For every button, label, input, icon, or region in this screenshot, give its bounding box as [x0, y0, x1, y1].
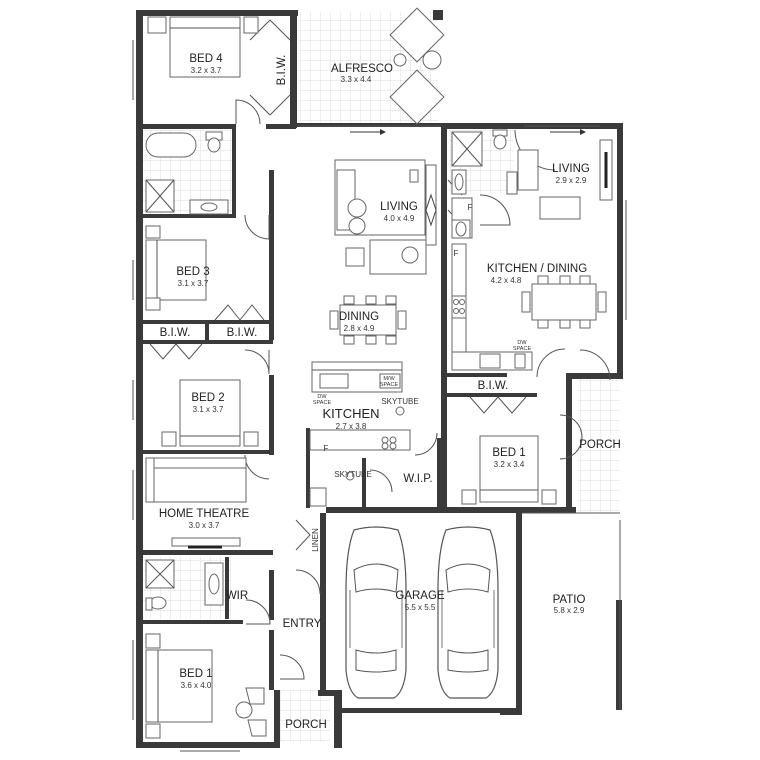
fridge-right-label: F: [454, 249, 459, 258]
alfresco-dim: 3.3 x 4.4: [341, 75, 372, 84]
dining-dim: 2.8 x 4.9: [344, 324, 375, 333]
living-main-dim: 4.0 x 4.9: [384, 214, 415, 223]
sliding-door-arrows: [350, 129, 586, 135]
porch-right-tiles: [578, 378, 620, 513]
furniture: [145, 7, 613, 739]
skytube-lower-label: SKYTUBE: [334, 470, 371, 479]
home-theatre-furniture: [145, 457, 247, 549]
alfresco-setting: [389, 7, 445, 125]
bed1-right-dim: 3.2 x 3.4: [494, 460, 525, 469]
kitchen-name: KITCHEN: [322, 406, 379, 421]
bed3-dim: 3.1 x 3.7: [178, 279, 209, 288]
dining-table: [329, 295, 407, 345]
biw-top-name: B.I.W.: [276, 55, 288, 86]
kitchen-dining-dim: 4.2 x 4.8: [491, 276, 522, 285]
fridge-left-label: F: [324, 444, 329, 453]
porch-right-name: PORCH: [579, 439, 621, 451]
bed1-right-name: BED 1: [492, 447, 525, 459]
linen-name: LINEN: [311, 528, 320, 552]
biw-right-name: B.I.W.: [478, 380, 509, 392]
garage-cars: [345, 526, 499, 699]
skytube-kitchen-label: SKYTUBE: [381, 397, 418, 406]
bed3-name: BED 3: [176, 266, 209, 278]
bed1-right-bed: [461, 435, 557, 505]
bed1-left-dim: 3.6 x 4.0: [181, 681, 212, 690]
living-right-name: LIVING: [552, 163, 590, 175]
wip-name: W.I.P.: [403, 473, 432, 485]
home-theatre-dim: 3.0 x 3.7: [189, 521, 220, 530]
garage-dim: 5.5 x 5.5: [405, 603, 436, 612]
home-theatre-name: HOME THEATRE: [159, 508, 250, 520]
living-main-name: LIVING: [380, 201, 418, 213]
porch-front-tiles: [280, 690, 330, 742]
entry-name: ENTRY: [283, 618, 322, 630]
walls: [136, 10, 623, 748]
windows: [132, 40, 627, 752]
porch-front-name: PORCH: [285, 719, 327, 731]
biw-left-name: B.I.W.: [160, 327, 191, 339]
kitchen-dining-name: KITCHEN / DINING: [487, 263, 587, 275]
patio-dim: 5.8 x 2.9: [554, 606, 585, 615]
living-main-furniture: [334, 159, 437, 275]
ensuite-lower-fixtures: [145, 559, 224, 611]
fridge-upper-label: F: [468, 203, 473, 212]
bed4-bed: [147, 16, 259, 78]
doors: [149, 19, 611, 680]
bed2-dim: 3.1 x 3.7: [193, 405, 224, 414]
bed4-name: BED 4: [189, 53, 223, 65]
patio-name: PATIO: [553, 594, 586, 606]
living-right-furniture: [506, 139, 613, 220]
living-right-dim: 2.9 x 2.9: [556, 176, 587, 185]
kitchen-dim: 2.7 x 3.8: [336, 422, 367, 431]
ensuite-fixtures: [145, 131, 229, 215]
kitchen-dining-right-furniture: [451, 243, 607, 371]
wir-name: WIR: [226, 590, 248, 602]
alfresco-name: ALFRESCO: [331, 63, 393, 75]
biw-mid-name: B.I.W.: [227, 327, 258, 339]
bed3-bed: [145, 225, 207, 311]
bed1-left-bed: [145, 633, 267, 739]
bed2-name: BED 2: [191, 392, 224, 404]
garage-name: GARAGE: [395, 590, 445, 602]
kitchen-island: [309, 361, 411, 507]
bed4-dim: 3.2 x 3.7: [191, 66, 222, 75]
bed1-left-name: BED 1: [179, 668, 212, 680]
dining-name: DINING: [339, 311, 379, 323]
bed2-bed: [161, 379, 259, 447]
bath-right-fixtures: [451, 129, 508, 239]
room-labels: BED 4 3.2 x 3.7 ALFRESCO 3.3 x 4.4 B.I.W…: [159, 53, 621, 731]
